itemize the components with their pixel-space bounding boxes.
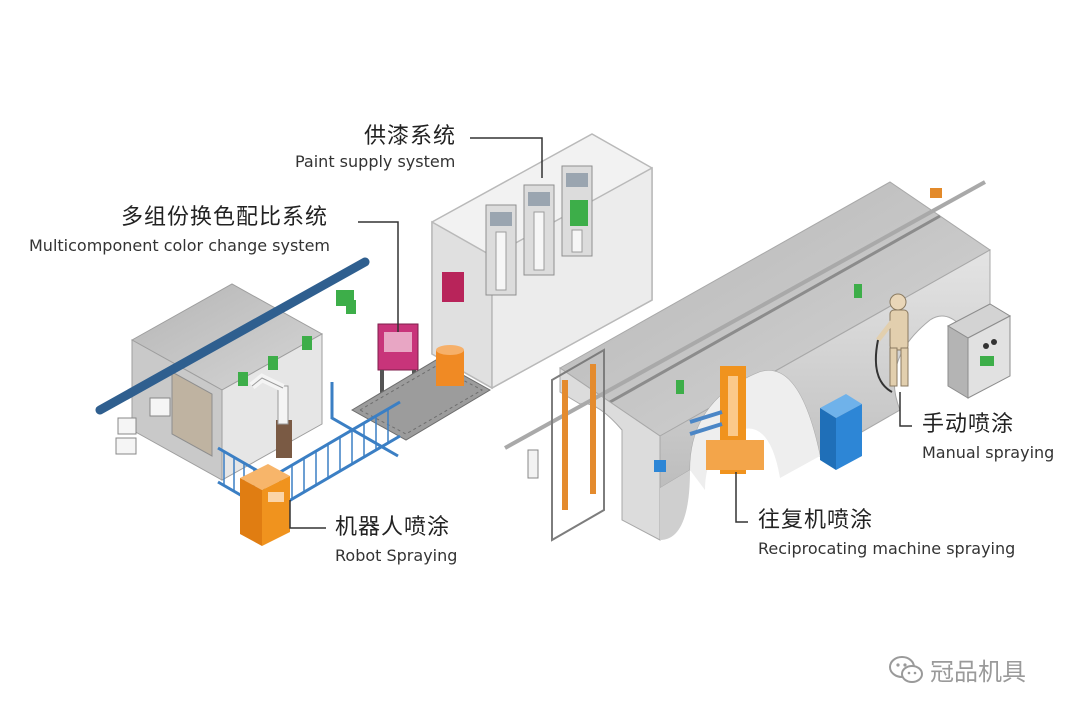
robot-arm [249,373,292,458]
label-reciprocating-en: Reciprocating machine spraying [758,539,1016,558]
electrical-cabinet [946,303,1012,399]
label-manual-zh: 手动喷涂 [922,412,1015,437]
rail-marker [930,188,942,198]
conveyor-rail [504,180,986,450]
green-device [302,336,312,350]
reciprocator-machine [689,366,764,474]
label-color-change-en-wrap: Multicomponent color change system [29,236,330,256]
paint-tank [436,345,464,386]
label-color-change: 多组份换色配比系统 [121,205,328,231]
entry-frame [527,348,605,542]
label-manual-en-wrap: Manual spraying [922,443,1054,463]
wall-box [149,397,171,417]
label-paint-supply: 供漆系统 [364,124,456,150]
label-robot-spraying-en: Robot Spraying [335,546,458,565]
overhead-rail [95,257,370,415]
robot-controller-cabinet [240,464,290,546]
manual-spray-operator [874,293,909,393]
magenta-control-panel [442,272,464,302]
label-paint-supply-en-wrap: Paint supply system [295,152,455,172]
tunnel-indicator [676,380,684,394]
label-paint-supply-en: Paint supply system [295,152,456,171]
wechat-icon [889,655,923,683]
paint-supply-room [431,133,653,390]
green-device [268,356,278,370]
watermark: 冠品机具 [888,652,1026,687]
label-robot-spraying-zh: 机器人喷涂 [335,515,451,540]
blue-control-box [820,394,862,470]
wall-box [117,417,137,435]
label-manual: 手动喷涂 [922,412,1014,438]
label-manual-en: Manual spraying [922,443,1055,462]
label-color-change-en: Multicomponent color change system [29,236,331,255]
label-reciprocating-zh: 往复机喷涂 [758,508,874,533]
watermark-text: 冠品机具 [930,658,1026,686]
robot-booth [130,283,324,481]
green-device [238,372,248,386]
tunnel-indicator [854,284,862,298]
label-paint-supply-zh: 供漆系统 [364,124,457,149]
label-color-change-zh: 多组份换色配比系统 [121,205,329,230]
label-robot-spraying-en-wrap: Robot Spraying [335,546,457,566]
label-robot-spraying: 机器人喷涂 [335,515,450,541]
wall-box [115,437,137,455]
tunnel-indicator [654,460,666,472]
paint-pump [561,165,593,257]
label-reciprocating: 往复机喷涂 [758,508,873,534]
paint-pump [523,184,555,276]
paint-pump [485,204,517,296]
leader-lines [289,137,912,529]
label-reciprocating-en-wrap: Reciprocating machine spraying [758,539,1015,559]
